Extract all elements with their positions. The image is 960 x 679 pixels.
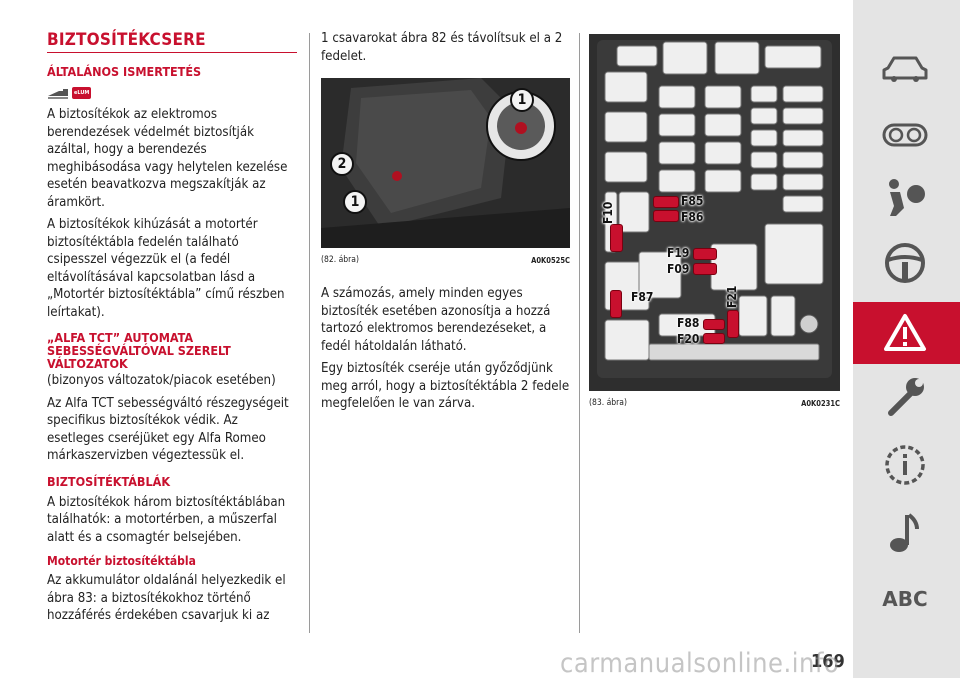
- column-divider-2: [579, 33, 580, 633]
- fuse-label-f88: F88: [677, 316, 700, 330]
- sidebar-item-car[interactable]: [875, 44, 935, 94]
- figure-82-code: A0K0525C: [531, 255, 570, 265]
- fuse-f19-highlight: [693, 248, 717, 260]
- abc-index-label: ABC: [882, 587, 928, 611]
- fuse-label-f86: F86: [681, 210, 704, 224]
- column-left: BIZTOSÍTÉKCSERE ÁLTALÁNOS ISMERTETÉS eLU…: [47, 30, 297, 630]
- callout-1-bottom: 1: [343, 190, 367, 214]
- page-heading: BIZTOSÍTÉKCSERE: [47, 30, 297, 53]
- figure-82-image: 1 2 1: [321, 78, 570, 248]
- info-icon: [885, 445, 925, 485]
- chapter-sidebar: ABC: [853, 0, 960, 678]
- paragraph-remove-cover: 1 csavarokat ábra 82 és távolítsuk el a …: [321, 31, 563, 64]
- column-middle: 1 csavarokat ábra 82 és távolítsuk el a …: [321, 30, 571, 70]
- fuse-label-f10: F10: [601, 201, 615, 224]
- paragraph-close-cover: Egy biztosíték cseréje után győződjünk m…: [321, 361, 570, 411]
- sidebar-item-multimedia[interactable]: [875, 508, 935, 558]
- fuse-f85-highlight: [653, 196, 679, 208]
- fuse-f86-highlight: [653, 210, 679, 222]
- paragraph-numbering: A számozás, amely minden egyes biztosíté…: [321, 286, 551, 354]
- paragraph-fuse-removal: A biztosítékok kihúzását a motortér bizt…: [47, 217, 285, 320]
- figure-83-caption: (83. ábra): [589, 398, 627, 408]
- warning-icon: [884, 314, 926, 351]
- fuse-f87-highlight: [610, 290, 622, 318]
- fuse-label-f20: F20: [677, 332, 700, 346]
- fuse-f88-highlight: [703, 319, 725, 330]
- paragraph-engine-fuse-box: Az akkumulátor oldalánál helyezkedik el …: [47, 573, 286, 623]
- fuse-label-f85: F85: [681, 194, 704, 208]
- fuse-label-f87: F87: [631, 290, 654, 304]
- column-middle-lower: A számozás, amely minden egyes biztosíté…: [321, 285, 571, 418]
- sidebar-item-dashboard[interactable]: [875, 110, 935, 160]
- figure-82-caption: (82. ábra): [321, 255, 359, 265]
- page-number: 169: [811, 651, 845, 672]
- figure-83-code: A0K0231C: [801, 398, 840, 408]
- fuse-f20-highlight: [703, 333, 725, 344]
- paragraph-tct-fuses: Az Alfa TCT sebességváltó részegységeit …: [47, 395, 289, 464]
- steering-wheel-icon: [885, 243, 925, 283]
- column-divider-1: [309, 33, 310, 633]
- sidebar-item-emergency[interactable]: [875, 308, 935, 358]
- section-title-fuse-boxes: BIZTOSÍTÉKTÁBLÁK: [47, 473, 171, 489]
- car-icon: [882, 56, 928, 82]
- section-title-general: ÁLTALÁNOS ISMERTETÉS: [47, 64, 202, 79]
- figure-83-image: F85 F86 F10 F19 F09 F87 F21 F88 F20: [589, 34, 840, 391]
- figure-82-caption-bar: (82. ábra) A0K0525C: [321, 252, 570, 268]
- elum-badge: eLUM: [72, 87, 92, 99]
- sidebar-item-maintenance[interactable]: [875, 372, 935, 422]
- fuse-f10-highlight: [610, 224, 623, 252]
- music-icon: [890, 513, 919, 552]
- sidebar-item-driving[interactable]: [875, 238, 935, 288]
- sidebar-item-safety[interactable]: [875, 172, 935, 222]
- fuse-f09-highlight: [693, 263, 717, 275]
- sidebar-item-technical-data[interactable]: [875, 440, 935, 490]
- fuse-label-f21: F21: [725, 285, 739, 308]
- callout-2: 2: [330, 152, 354, 176]
- section-title-tct: „ALFA TCT” AUTOMATA SEBESSÉGVÁLTÓVAL SZE…: [47, 330, 231, 371]
- fuel-pump-icon: [48, 88, 68, 99]
- airbag-icon: [889, 179, 925, 216]
- variant-icons: eLUM: [47, 84, 297, 102]
- callout-1-top: 1: [510, 88, 534, 112]
- sidebar-item-index[interactable]: ABC: [875, 574, 935, 624]
- fuse-label-f09: F09: [667, 262, 690, 276]
- paragraph-fuse-locations: A biztosítékok három biztosítéktáblában …: [47, 494, 286, 545]
- fuse-label-f19: F19: [667, 246, 690, 260]
- dashboard-icon: [882, 123, 928, 147]
- watermark: carmanualsonline.info: [560, 648, 840, 679]
- wrench-icon: [888, 378, 924, 416]
- fuse-f21-highlight: [727, 310, 739, 338]
- subtitle-engine-fuse-box: Motortér biztosítéktábla: [47, 554, 196, 568]
- figure-83-caption-bar: (83. ábra) A0K0231C: [589, 395, 840, 411]
- paragraph-fuse-purpose: A biztosítékok az elektromos berendezése…: [47, 107, 288, 210]
- fuse-box-illustration: [589, 34, 840, 391]
- paragraph-tct-note: (bizonyos változatok/piacok esetében): [47, 373, 276, 388]
